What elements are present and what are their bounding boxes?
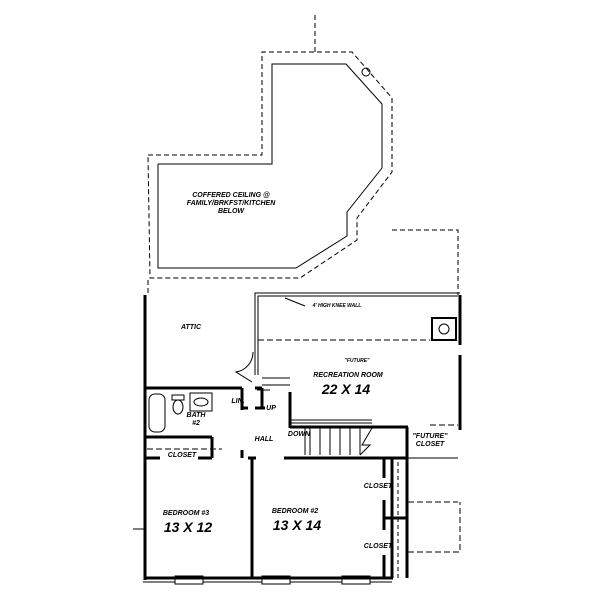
linen-label: LIN.: [231, 398, 245, 405]
stairs-down-label: DOWN: [287, 431, 311, 438]
coffered-line-2: FAMILY/BRKFST/KITCHEN: [186, 200, 276, 208]
rec-future-label: "FUTURE": [344, 358, 370, 364]
closet-right-bottom-label: CLOSET: [363, 543, 393, 550]
coffered-line-3: BELOW: [217, 208, 245, 216]
rec-room-size: 22 X 14: [321, 381, 371, 397]
hall-label: HALL: [254, 436, 274, 443]
coffered-ceiling-label: COFFERED CEILING @ FAMILY/BRKFST/KITCHEN…: [187, 192, 276, 216]
bath-label: BATH #2: [187, 412, 206, 428]
future-closet-line-1: "FUTURE": [412, 433, 448, 440]
bath-number: #2: [192, 420, 200, 428]
knee-wall-label: 4' HIGH KNEE WALL: [312, 303, 362, 309]
coffered-ceiling-outline: [147, 51, 393, 279]
knee-wall: [254, 292, 460, 375]
bath-name: BATH: [186, 412, 206, 419]
attic-label: ATTIC: [180, 324, 202, 331]
stairs: [257, 377, 373, 456]
walls: [143, 295, 462, 580]
bedroom-2-label: BEDROOM #2: [271, 508, 319, 515]
coffered-line-1: COFFERED CEILING @: [192, 192, 270, 199]
coffered-ceiling-inner: [157, 63, 383, 269]
closet-right-top-label: CLOSET: [363, 483, 393, 490]
bedroom-2-size: 13 X 14: [272, 517, 322, 533]
future-closet-line-2: CLOSET: [415, 441, 445, 449]
rec-room-label: RECREATION ROOM: [313, 372, 383, 379]
stairs-up-label: UP: [266, 405, 276, 412]
closet-left-label: CLOSET: [167, 452, 197, 459]
bedroom-3-label: BEDROOM #3: [162, 510, 210, 517]
bedroom-3-size: 13 X 12: [163, 519, 213, 535]
future-closet-label: "FUTURE" CLOSET: [412, 433, 447, 449]
